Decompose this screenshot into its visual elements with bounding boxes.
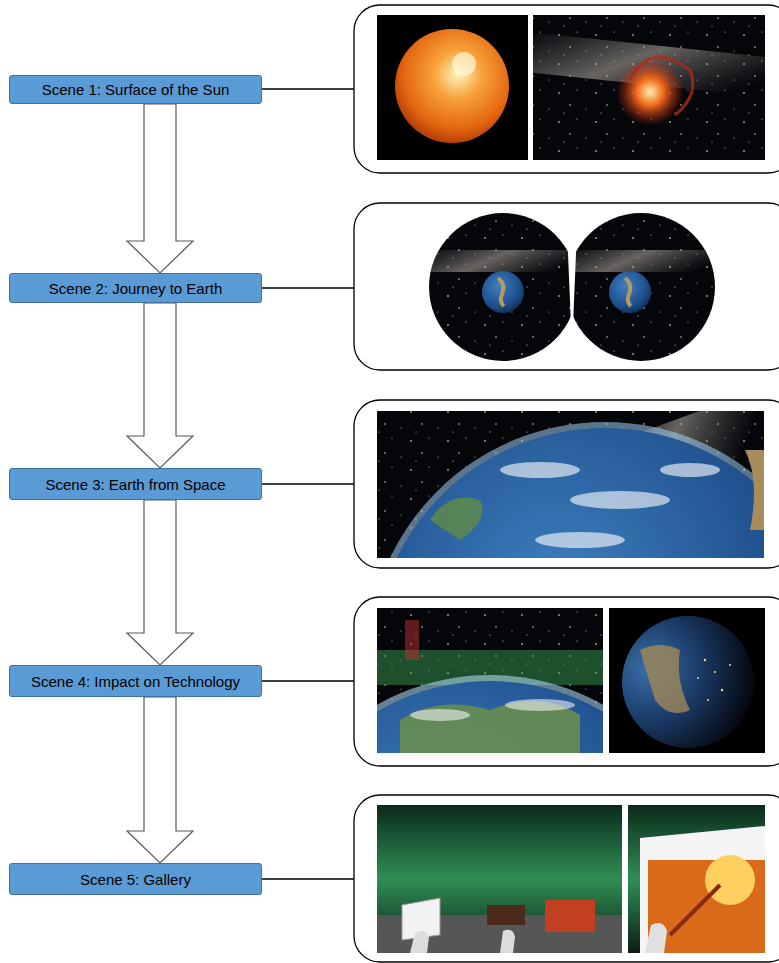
scene-label: Scene 2: Journey to Earth <box>49 280 222 297</box>
block-arrow <box>127 303 193 468</box>
scene-box: Scene 3: Earth from Space <box>9 468 262 500</box>
scene-box: Scene 5: Gallery <box>9 863 262 895</box>
block-arrow <box>127 500 193 665</box>
scene-label: Scene 3: Earth from Space <box>45 476 225 493</box>
scene-label: Scene 4: Impact on Technology <box>31 673 240 690</box>
scene-label: Scene 1: Surface of the Sun <box>42 81 230 98</box>
scene-label: Scene 5: Gallery <box>80 871 191 888</box>
scene-box: Scene 4: Impact on Technology <box>9 665 262 697</box>
block-arrow <box>127 697 193 863</box>
scene-box: Scene 2: Journey to Earth <box>9 273 262 303</box>
block-arrow <box>127 104 193 273</box>
scene-box: Scene 1: Surface of the Sun <box>9 75 262 104</box>
